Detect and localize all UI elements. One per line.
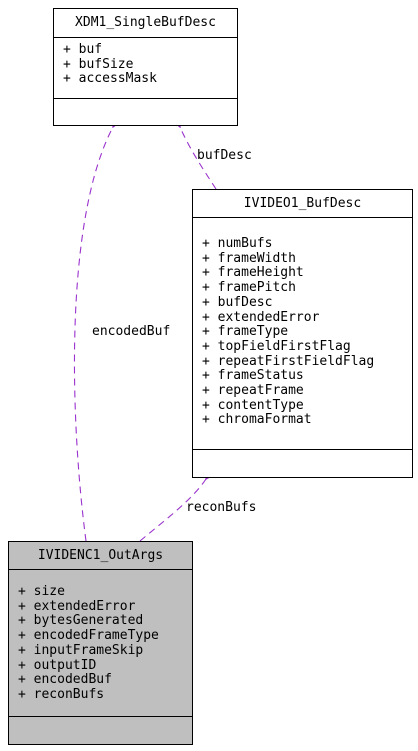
attribute: + bytesGenerated <box>18 613 144 629</box>
attribute: + inputFrameSkip <box>18 642 144 658</box>
attribute: + extendedError <box>202 309 320 325</box>
class-ividenc1-out-args: IVIDENC1_OutArgs + size + extendedError … <box>8 541 193 745</box>
edge-label-encoded-buf: encodedBuf <box>92 324 171 339</box>
attribute: + frameHeight <box>202 265 304 281</box>
class-attributes: + numBufs + frameWidth + frameHeight + f… <box>193 218 412 450</box>
attribute: + contentType <box>202 397 304 413</box>
attribute: + reconBufs <box>18 686 105 702</box>
edge-buf-desc <box>180 127 217 190</box>
edge-label-buf-desc: bufDesc <box>197 148 252 163</box>
attribute: + encodedBuf <box>18 672 112 688</box>
attribute: + bufSize <box>63 56 134 72</box>
attribute: + frameWidth <box>202 250 296 266</box>
class-attributes: + size + extendedError + bytesGenerated … <box>9 570 192 717</box>
attribute: + repeatFrame <box>202 383 304 399</box>
class-title: IVIDENC1_OutArgs <box>9 542 192 570</box>
attribute: + chromaFormat <box>202 412 312 428</box>
attribute: + framePitch <box>202 280 296 296</box>
class-ivideo1-buf-desc: IVIDEO1_BufDesc + numBufs + frameWidth +… <box>192 189 413 478</box>
attribute: + size <box>18 584 65 599</box>
attribute: + accessMask <box>63 71 157 87</box>
attribute: + frameStatus <box>202 368 304 384</box>
class-title: XDM1_SingleBufDesc <box>54 9 237 38</box>
attribute: + buf <box>63 42 103 57</box>
attribute: + repeatFirstFieldFlag <box>202 353 375 369</box>
attribute: + frameType <box>202 324 289 340</box>
class-xdm1-single-buf-desc: XDM1_SingleBufDesc + buf + bufSize + acc… <box>53 8 238 126</box>
class-attributes: + buf + bufSize + accessMask <box>54 38 237 99</box>
attribute: + encodedFrameType <box>18 628 159 644</box>
attribute: + bufDesc <box>202 294 273 310</box>
attribute: + outputID <box>18 657 97 673</box>
attribute: + numBufs <box>202 236 273 251</box>
edge-label-recon-bufs: reconBufs <box>186 500 257 515</box>
class-title: IVIDEO1_BufDesc <box>193 190 412 218</box>
edge-encoded-buf <box>73 127 113 542</box>
edge-recon-bufs <box>139 479 206 542</box>
attribute: + extendedError <box>18 598 136 614</box>
attribute: + topFieldFirstFlag <box>202 338 351 354</box>
